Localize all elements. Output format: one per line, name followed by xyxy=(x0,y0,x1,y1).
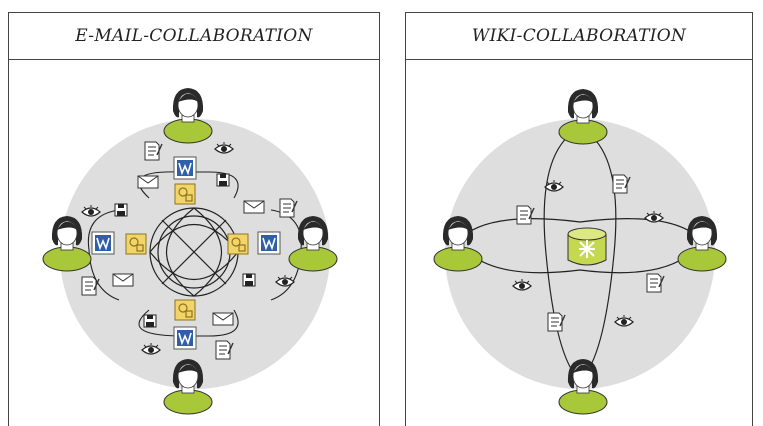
eye-icon xyxy=(81,205,101,217)
document-icon xyxy=(646,273,665,293)
document-icon xyxy=(612,174,631,194)
eye-icon xyxy=(644,211,664,223)
attachment-icon xyxy=(174,299,196,321)
person-icon xyxy=(163,359,213,415)
document-icon xyxy=(516,205,535,225)
email-diagram xyxy=(9,60,379,426)
person-icon xyxy=(288,216,338,272)
floppy-disk-icon xyxy=(216,173,230,187)
attachment-icon xyxy=(227,233,249,255)
wiki-collaboration-diagram xyxy=(433,89,727,415)
person-icon xyxy=(163,88,213,144)
loop-left xyxy=(87,209,120,301)
document-icon xyxy=(547,312,566,332)
attachment-icon xyxy=(174,183,196,205)
person-icon xyxy=(558,359,608,415)
eye-icon xyxy=(214,142,234,154)
email-collaboration-diagram xyxy=(42,88,338,415)
floppy-disk-icon xyxy=(143,314,157,328)
document-icon xyxy=(279,198,298,218)
floppy-disk-icon xyxy=(114,203,128,217)
word-document-icon xyxy=(173,326,197,350)
center-cross xyxy=(161,219,227,285)
document-icon xyxy=(215,340,234,360)
loop-vertical-right xyxy=(579,127,617,381)
loop-vertical-left xyxy=(543,127,581,381)
word-document-icon xyxy=(173,156,197,180)
eye-icon xyxy=(544,180,564,192)
envelope-icon xyxy=(243,200,265,214)
eye-icon xyxy=(614,315,634,327)
eye-icon xyxy=(275,275,295,287)
wiki-collaboration-panel: WIKI-COLLABORATION xyxy=(405,12,753,426)
wiki-database-icon xyxy=(567,227,607,266)
center-loop-v xyxy=(165,207,223,297)
floppy-disk-icon xyxy=(242,273,256,287)
word-document-icon xyxy=(257,231,281,255)
person-icon xyxy=(558,89,608,145)
eye-icon xyxy=(512,279,532,291)
attachment-icon xyxy=(125,233,147,255)
envelope-icon xyxy=(112,273,134,287)
wiki-panel-title: WIKI-COLLABORATION xyxy=(406,13,752,60)
document-icon xyxy=(144,141,163,161)
background-circle xyxy=(60,119,330,389)
document-icon xyxy=(81,276,100,296)
wiki-diagram xyxy=(406,60,752,426)
envelope-icon xyxy=(212,312,234,326)
envelope-icon xyxy=(137,175,159,189)
word-document-icon xyxy=(91,231,115,255)
eye-icon xyxy=(141,343,161,355)
person-icon xyxy=(433,216,483,272)
email-panel-title: E-MAIL-COLLABORATION xyxy=(9,13,379,60)
person-icon xyxy=(677,216,727,272)
loop-horizontal-top xyxy=(457,218,703,242)
email-collaboration-panel: E-MAIL-COLLABORATION xyxy=(8,12,380,426)
person-icon xyxy=(42,216,92,272)
